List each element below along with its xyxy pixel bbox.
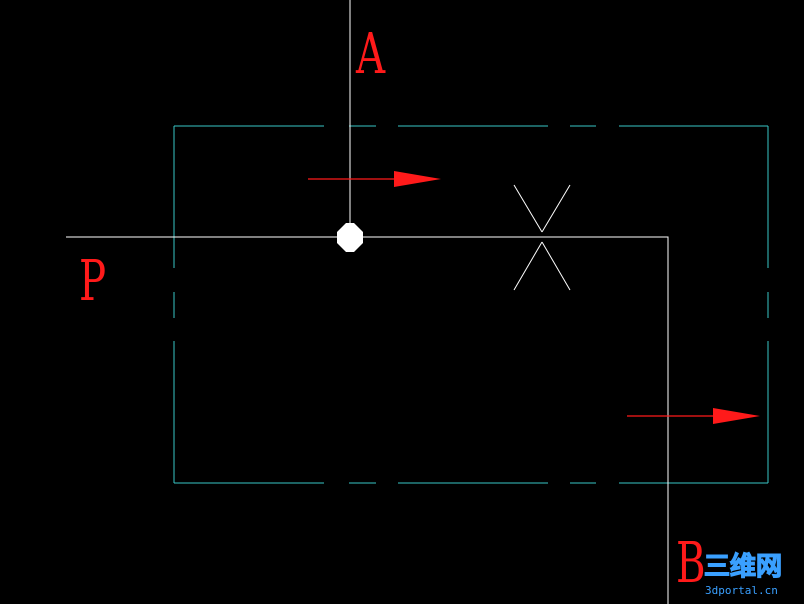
port-label-p: P	[79, 248, 106, 313]
flow-arrow-bottom	[627, 408, 760, 424]
orifice-symbol	[513, 184, 571, 291]
watermark-url: 3dportal.cn	[705, 584, 778, 597]
valve-envelope	[173, 125, 769, 484]
junction-dot	[337, 223, 363, 252]
site-watermark: 三维网 3dportal.cn	[703, 550, 782, 597]
flow-arrow-top	[308, 171, 441, 187]
port-label-a: A	[355, 21, 386, 86]
flow-lines	[66, 0, 669, 604]
watermark-logo-text: 三维网	[704, 551, 782, 582]
port-label-b: B	[676, 530, 706, 595]
line-port-b	[350, 236, 669, 604]
